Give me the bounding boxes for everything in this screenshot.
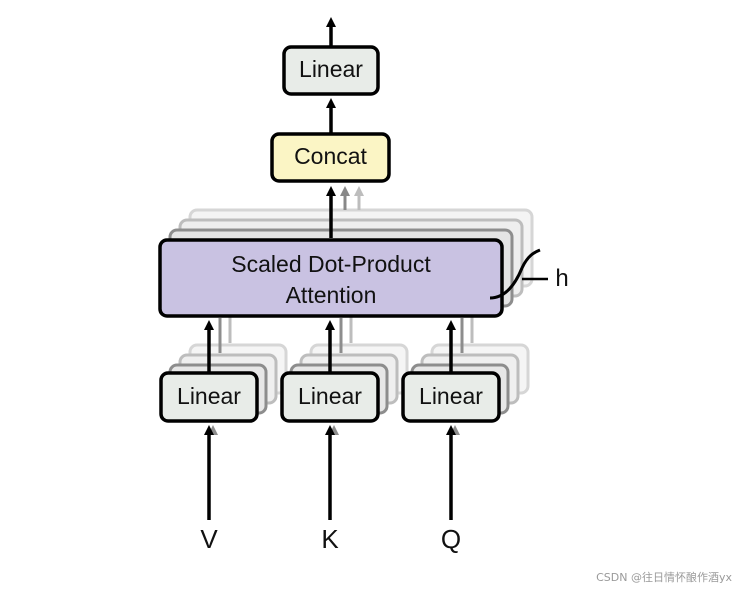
- attention-label-line2: Attention: [285, 282, 377, 308]
- heads-label: h: [555, 265, 569, 292]
- linear-k-box: [280, 371, 380, 423]
- concat-box: [270, 132, 391, 183]
- linear-q-box: [401, 371, 501, 423]
- attention-label-line1: Scaled Dot-Product: [231, 251, 431, 277]
- concat-label: Concat: [294, 143, 367, 169]
- watermark-text: CSDN @往日情怀酿作酒yx: [596, 571, 732, 584]
- output-linear-box: [282, 45, 380, 96]
- main-arrows: [204, 17, 456, 520]
- linear-k-label: Linear: [298, 383, 362, 409]
- heads-brace: [489, 248, 541, 300]
- input-q-label: Q: [440, 524, 462, 554]
- shadow-arrows: [208, 315, 474, 435]
- linear-v-label: Linear: [177, 383, 241, 409]
- linear-v-box: [159, 371, 259, 423]
- output-linear-label: Linear: [299, 56, 363, 82]
- linear-q-label: Linear: [419, 383, 483, 409]
- input-v-label: V: [200, 524, 218, 554]
- input-k-label: K: [321, 524, 339, 554]
- attention-box: [158, 238, 504, 318]
